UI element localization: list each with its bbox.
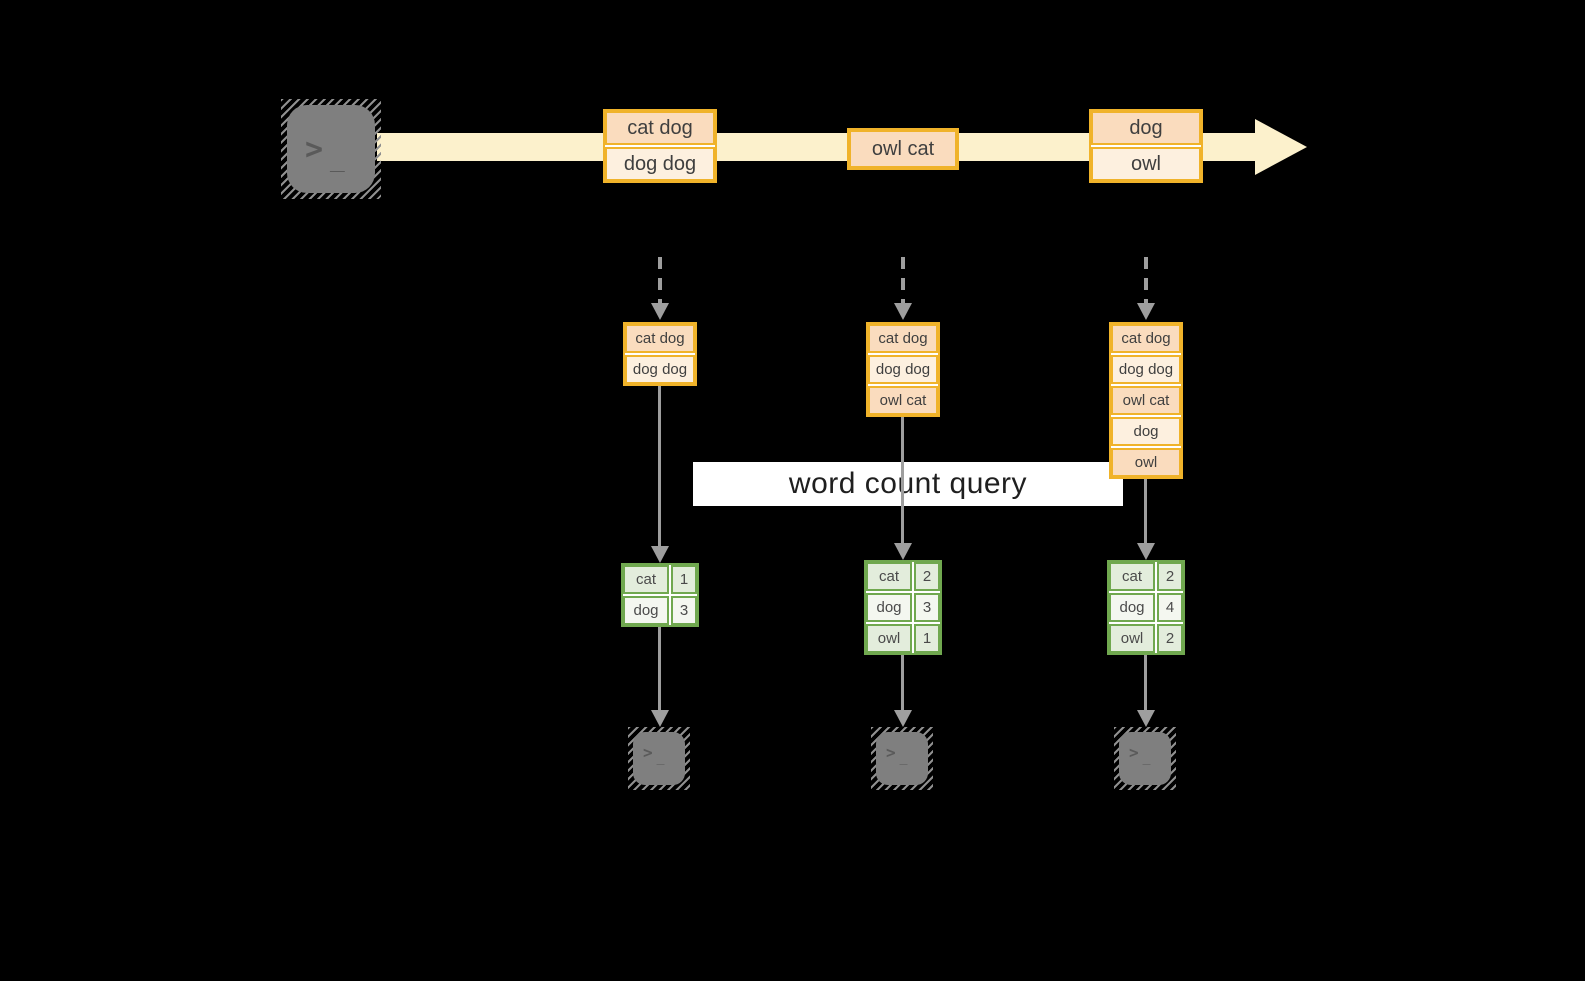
terminal-sink-3-icon: > _ xyxy=(1114,727,1176,790)
record: dog dog xyxy=(605,147,715,181)
record: owl cat xyxy=(849,130,957,168)
output-arrow-3 xyxy=(1144,655,1147,710)
ingest-arrowhead-2-icon xyxy=(894,303,912,320)
cursor-icon: _ xyxy=(330,145,345,175)
count-table-1: cat 1 dog 3 xyxy=(621,563,699,627)
word-cell: owl xyxy=(866,624,912,653)
query-arrowhead-1-icon xyxy=(651,546,669,563)
prompt-icon: > xyxy=(1129,743,1139,762)
stream-timeline-arrowhead-icon xyxy=(1255,119,1307,175)
record: owl xyxy=(1091,147,1201,181)
state-row: cat dog xyxy=(1111,324,1181,353)
terminal-screen: > _ xyxy=(287,105,375,193)
state-row: owl cat xyxy=(1111,386,1181,415)
count-cell: 2 xyxy=(914,562,940,591)
prompt-icon: > xyxy=(886,743,896,762)
count-cell: 1 xyxy=(671,565,697,594)
state-row: dog dog xyxy=(1111,355,1181,384)
state-row: cat dog xyxy=(868,324,938,353)
query-arrow-1 xyxy=(658,386,661,546)
ingest-arrowhead-1-icon xyxy=(651,303,669,320)
stream-batch-3: dog owl xyxy=(1089,109,1203,183)
output-arrowhead-1-icon xyxy=(651,710,669,727)
query-arrow-2 xyxy=(901,417,904,543)
state-stack-3: cat dog dog dog owl cat dog owl xyxy=(1109,322,1183,479)
prompt-icon: > xyxy=(305,132,324,167)
output-arrowhead-2-icon xyxy=(894,710,912,727)
ingest-arrow-2 xyxy=(901,257,905,303)
terminal-sink-2-icon: > _ xyxy=(871,727,933,790)
word-cell: cat xyxy=(623,565,669,594)
state-stack-2: cat dog dog dog owl cat xyxy=(866,322,940,417)
query-arrowhead-3-icon xyxy=(1137,543,1155,560)
cursor-icon: _ xyxy=(1142,750,1151,766)
stream-batch-2: owl cat xyxy=(847,128,959,170)
word-cell: dog xyxy=(623,596,669,625)
count-cell: 3 xyxy=(914,593,940,622)
state-row: dog xyxy=(1111,417,1181,446)
terminal-screen: > _ xyxy=(633,732,685,785)
word-cell: dog xyxy=(866,593,912,622)
output-arrow-1 xyxy=(658,627,661,710)
word-cell: dog xyxy=(1109,593,1155,622)
ingest-arrow-3 xyxy=(1144,257,1148,303)
count-cell: 4 xyxy=(1157,593,1183,622)
count-table-3: cat 2 dog 4 owl 2 xyxy=(1107,560,1185,655)
record: dog xyxy=(1091,111,1201,145)
record: cat dog xyxy=(605,111,715,145)
count-table-2: cat 2 dog 3 owl 1 xyxy=(864,560,942,655)
ingest-arrowhead-3-icon xyxy=(1137,303,1155,320)
count-cell: 2 xyxy=(1157,562,1183,591)
state-row: owl xyxy=(1111,448,1181,477)
stream-batch-1: cat dog dog dog xyxy=(603,109,717,183)
prompt-icon: > xyxy=(643,743,653,762)
output-arrow-2 xyxy=(901,655,904,710)
output-arrowhead-3-icon xyxy=(1137,710,1155,727)
word-cell: cat xyxy=(866,562,912,591)
state-row: dog dog xyxy=(625,355,695,384)
cursor-icon: _ xyxy=(899,750,908,766)
query-arrow-3 xyxy=(1144,479,1147,543)
state-stack-1: cat dog dog dog xyxy=(623,322,697,386)
terminal-sink-1-icon: > _ xyxy=(628,727,690,790)
terminal-screen: > _ xyxy=(1119,732,1171,785)
terminal-screen: > _ xyxy=(876,732,928,785)
count-cell: 1 xyxy=(914,624,940,653)
query-banner-label: word count query xyxy=(788,467,1028,500)
state-row: cat dog xyxy=(625,324,695,353)
word-cell: cat xyxy=(1109,562,1155,591)
query-banner: word count query xyxy=(693,462,1123,506)
ingest-arrow-1 xyxy=(658,257,662,303)
state-row: dog dog xyxy=(868,355,938,384)
cursor-icon: _ xyxy=(656,750,665,766)
terminal-source-icon: > _ xyxy=(281,99,381,199)
state-row: owl cat xyxy=(868,386,938,415)
count-cell: 2 xyxy=(1157,624,1183,653)
count-cell: 3 xyxy=(671,596,697,625)
query-arrowhead-2-icon xyxy=(894,543,912,560)
word-cell: owl xyxy=(1109,624,1155,653)
